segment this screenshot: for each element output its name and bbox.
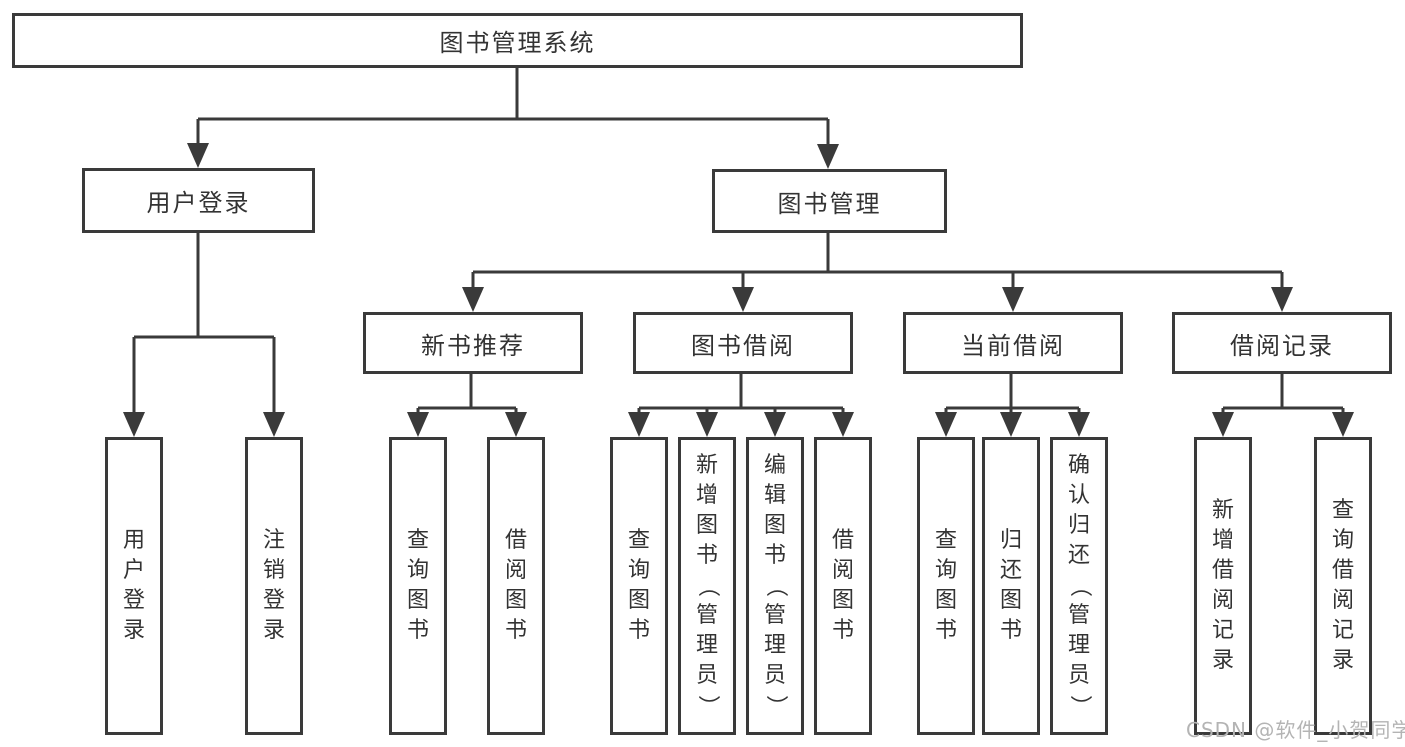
leaf-query-borrow-record: 查询借阅记录 [1314, 437, 1372, 735]
leaf-add-book-admin-label: 新增图书（管理员） [694, 453, 720, 718]
leaf-user-login-label: 用户登录 [122, 528, 145, 643]
node-user-login-label: 用户登录 [146, 189, 251, 217]
node-book-borrow: 图书借阅 [633, 312, 853, 374]
csdn-watermark: CSDN @软件_小贺同学 [1186, 718, 1405, 742]
leaf-query-book-1-label: 查询图书 [406, 528, 429, 643]
leaf-logout: 注销登录 [245, 437, 303, 735]
leaf-add-borrow-record: 新增借阅记录 [1194, 437, 1252, 735]
leaf-confirm-return-admin: 确认归还（管理员） [1050, 437, 1108, 735]
leaf-query-book-3: 查询图书 [917, 437, 975, 735]
leaf-query-book-3-label: 查询图书 [934, 528, 957, 643]
node-borrow-records: 借阅记录 [1172, 312, 1392, 374]
leaf-query-book-2: 查询图书 [610, 437, 668, 735]
node-book-borrow-label: 图书借阅 [691, 331, 795, 360]
leaf-query-book-2-label: 查询图书 [627, 528, 650, 643]
leaf-edit-book-admin-label: 编辑图书（管理员） [762, 453, 788, 718]
connector-lines [132, 68, 1345, 415]
node-current-borrow: 当前借阅 [903, 312, 1123, 374]
node-root-label: 图书管理系统 [439, 29, 596, 57]
leaf-add-borrow-record-label: 新增借阅记录 [1211, 498, 1234, 673]
leaf-user-login: 用户登录 [105, 437, 163, 735]
node-current-borrow-label: 当前借阅 [961, 331, 1065, 360]
node-root: 图书管理系统 [12, 13, 1023, 68]
node-user-login: 用户登录 [82, 168, 315, 233]
leaf-logout-label: 注销登录 [262, 528, 285, 643]
leaf-return-book: 归还图书 [982, 437, 1040, 735]
leaf-query-book-1: 查询图书 [389, 437, 447, 735]
leaf-borrow-book-1: 借阅图书 [487, 437, 545, 735]
leaf-confirm-return-admin-label: 确认归还（管理员） [1066, 453, 1092, 718]
leaf-borrow-book-2: 借阅图书 [814, 437, 872, 735]
leaf-add-book-admin: 新增图书（管理员） [678, 437, 736, 735]
node-new-books: 新书推荐 [363, 312, 583, 374]
node-borrow-records-label: 借阅记录 [1230, 331, 1334, 360]
leaf-borrow-book-2-label: 借阅图书 [831, 528, 854, 643]
leaf-edit-book-admin: 编辑图书（管理员） [746, 437, 804, 735]
node-book-mgmt-label: 图书管理 [777, 189, 882, 218]
arrowheads [123, 143, 1354, 437]
leaf-return-book-label: 归还图书 [999, 528, 1022, 643]
node-book-mgmt: 图书管理 [712, 169, 947, 233]
leaf-query-borrow-record-label: 查询借阅记录 [1331, 498, 1354, 673]
leaf-borrow-book-1-label: 借阅图书 [504, 528, 527, 643]
node-new-books-label: 新书推荐 [421, 331, 525, 360]
